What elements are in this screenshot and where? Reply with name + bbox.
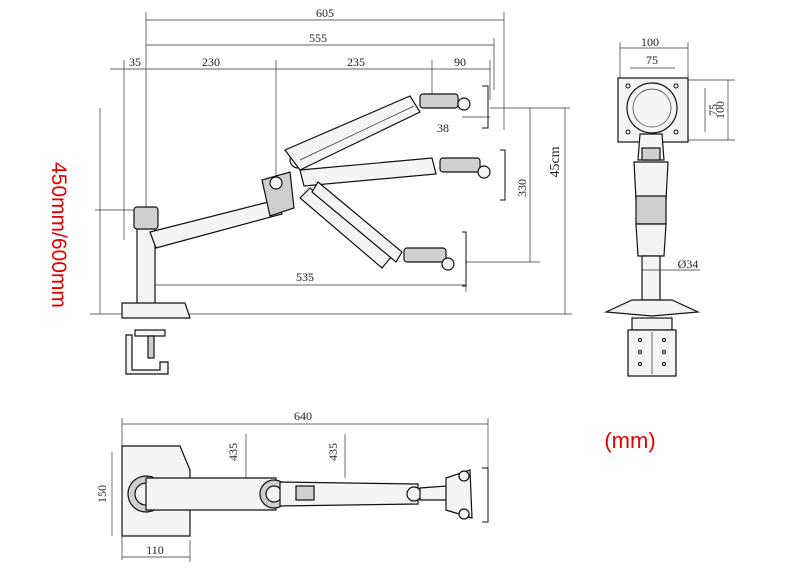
dim-38: 38 [437,121,449,135]
unit-label: (mm) [604,428,655,453]
dim-110: 110 [146,543,164,557]
plan-view: 640 435 435 150 110 [95,409,489,562]
side-view-arm [121,85,506,375]
dim-230: 230 [202,55,220,69]
dim-90: 90 [454,55,466,69]
side-view-dimensions: 605 555 35 230 235 90 38 330 45cm [90,6,572,315]
dim-150: 150 [95,485,109,503]
dim-640: 640 [294,409,312,423]
dim-555: 555 [309,31,327,45]
dim-35: 35 [129,55,141,69]
front-view: 100 75 75 100 Ø34 [603,35,735,377]
dim-535: 535 [296,270,314,284]
pole-height-label: 450mm/600mm [47,162,70,308]
dim-vesa-100-v: 100 [713,101,727,119]
dim-45cm: 45cm [548,146,563,177]
dim-235: 235 [347,55,365,69]
dim-pole-diameter: Ø34 [678,257,699,271]
dim-330: 330 [515,179,529,197]
dim-vesa-75-v: 75 [706,104,720,116]
dim-vesa-100-h: 100 [641,35,659,49]
dim-435-a: 435 [226,443,240,461]
dim-605: 605 [316,6,334,20]
dim-435-b: 435 [326,443,340,461]
dim-vesa-75-h: 75 [646,53,658,67]
